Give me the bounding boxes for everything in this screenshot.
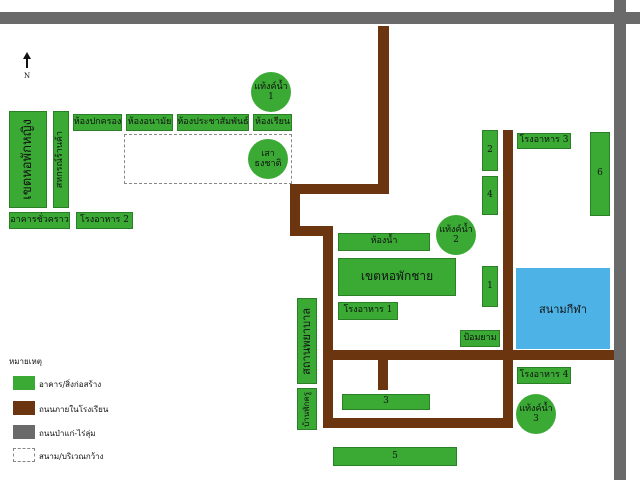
- north-label: N: [23, 72, 31, 80]
- road-bottom: [323, 418, 513, 428]
- legend-swatch-field: [13, 448, 35, 462]
- building-canteen-3: โรงอาหาร 3: [517, 133, 571, 149]
- legend-label-wasteland-road: ถนนป่าแก่-ไร่ลุ่ม: [39, 429, 96, 438]
- arrow-up-icon: [23, 52, 31, 68]
- building-canteen-2: โรงอาหาร 2: [76, 212, 133, 229]
- building-6: 6: [590, 132, 610, 216]
- road-top-horizontal: [290, 184, 389, 194]
- road-right-vertical: [503, 130, 513, 428]
- building-nurse-room: ห้องอนามัย: [126, 114, 173, 131]
- building-2: 2: [482, 130, 498, 171]
- building-1: 1: [482, 266, 498, 307]
- north-arrow: N: [21, 52, 33, 80]
- building-3: 3: [342, 394, 430, 410]
- building-dormitory-boys: เขตหอพักชาย: [338, 258, 456, 296]
- road-left-vertical-upper: [290, 184, 300, 234]
- building-5: 5: [333, 447, 457, 466]
- open-area: [124, 134, 292, 184]
- legend-label-building: อาคาร/สิ่งก่อสร้าง: [39, 380, 102, 389]
- legend-label-field: สนาม/บริเวณกว้าง: [39, 452, 104, 461]
- legend-swatch-building: [13, 376, 35, 390]
- building-dormitory-girls: เขตหอพักหญิง: [9, 111, 47, 208]
- road-stub: [378, 356, 388, 390]
- legend-title: หมายเหตุ: [9, 357, 42, 366]
- building-temporary: อาคารชั่วคราว: [9, 212, 70, 229]
- building-canteen-1: โรงอาหาร 1: [338, 302, 398, 320]
- legend: หมายเหตุ อาคาร/สิ่งก่อสร้าง ถนนภายในโรงเ…: [9, 355, 139, 465]
- road-middle-horizontal: [323, 350, 614, 360]
- building-4: 4: [482, 176, 498, 215]
- building-admin-room: ห้องปกครอง: [73, 114, 122, 131]
- top-boundary-road: [0, 12, 640, 24]
- right-boundary-road: [614, 0, 626, 480]
- legend-swatch-wasteland-road: [13, 425, 35, 439]
- road-top-vertical: [378, 26, 389, 192]
- building-restroom: ห้องน้ำ: [338, 233, 430, 251]
- legend-swatch-road: [13, 401, 35, 415]
- building-classroom: ห้องเรียน: [253, 114, 292, 131]
- building-hospital: สถานพยาบาล: [297, 298, 317, 384]
- legend-label-road: ถนนภายในโรงเรียน: [39, 405, 109, 414]
- road-left-vertical: [323, 226, 333, 428]
- building-guard-post: ป้อมยาม: [460, 330, 500, 347]
- sports-field: สนามกีฬา: [516, 268, 610, 349]
- flagpole: เสาธงชาติ: [248, 139, 288, 179]
- building-teacher-house: บ้านพักครู: [297, 388, 317, 430]
- building-coop-store: สหกรณ์ร้านค้า: [53, 111, 69, 208]
- building-canteen-4: โรงอาหาร 4: [517, 367, 571, 384]
- building-pr-room: ห้องประชาสัมพันธ์: [177, 114, 249, 131]
- road-connector: [290, 226, 332, 236]
